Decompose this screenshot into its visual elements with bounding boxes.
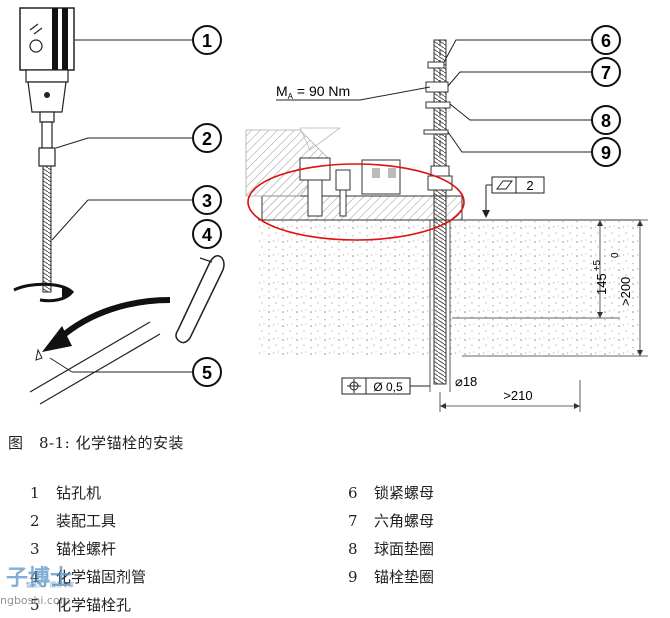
svg-text:8: 8	[601, 111, 611, 131]
installation-figure: 1 2 3 4 5 6	[13, 7, 648, 412]
diameter-dimension: ⌀18	[455, 374, 477, 389]
depth-dimension: 145+5 0 >200	[452, 219, 648, 357]
svg-text:2: 2	[202, 129, 212, 149]
callout-4: 4	[192, 219, 222, 249]
svg-text:MA = 90 Nm: MA = 90 Nm	[276, 83, 350, 101]
figure-caption: 图 8-1: 化学锚栓的安装	[8, 434, 184, 452]
concrete-block	[258, 219, 640, 356]
base-plate	[245, 127, 463, 221]
svg-text:9: 9	[601, 143, 611, 163]
callout-8: 8	[591, 105, 621, 135]
highlight-circle	[247, 163, 465, 241]
svg-text:5: 5	[202, 363, 212, 383]
callout-6: 6	[591, 25, 621, 55]
mounting-tool	[38, 121, 56, 167]
svg-text:145+5: 145+5	[592, 259, 609, 295]
callout-5: 5	[192, 357, 222, 387]
svg-text:2: 2	[526, 178, 533, 193]
svg-text:4: 4	[202, 225, 212, 245]
svg-text:1: 1	[202, 31, 212, 51]
svg-text:>210: >210	[503, 388, 532, 403]
flatness-tolerance: 2	[482, 176, 545, 218]
svg-text:7: 7	[601, 63, 611, 83]
anchor-rod	[42, 165, 52, 293]
anchor-rod-installed	[427, 39, 453, 392]
callout-3: 3	[192, 185, 222, 215]
capsule	[175, 255, 225, 344]
drill-hole	[29, 321, 161, 405]
svg-text:⌀18: ⌀18	[455, 374, 477, 389]
svg-text:3: 3	[202, 191, 212, 211]
insertion-arrow	[58, 297, 171, 341]
drill-machine	[19, 7, 75, 123]
callout-1: 1	[192, 25, 222, 55]
svg-text:>200: >200	[618, 277, 633, 306]
watermark: 子博士 智能工厂服务专家 ngboshi.com	[0, 566, 75, 607]
callout-7: 7	[591, 57, 621, 87]
svg-text:Ø 0,5: Ø 0,5	[373, 380, 403, 394]
svg-text:6: 6	[601, 31, 611, 51]
spacing-dimension: >210	[439, 380, 581, 412]
position-tolerance: Ø 0,5	[341, 377, 430, 395]
callout-9: 9	[591, 137, 621, 167]
torque-label: MA = 90 Nm	[276, 83, 431, 101]
callout-2: 2	[192, 123, 222, 153]
svg-text:0: 0	[610, 252, 621, 258]
